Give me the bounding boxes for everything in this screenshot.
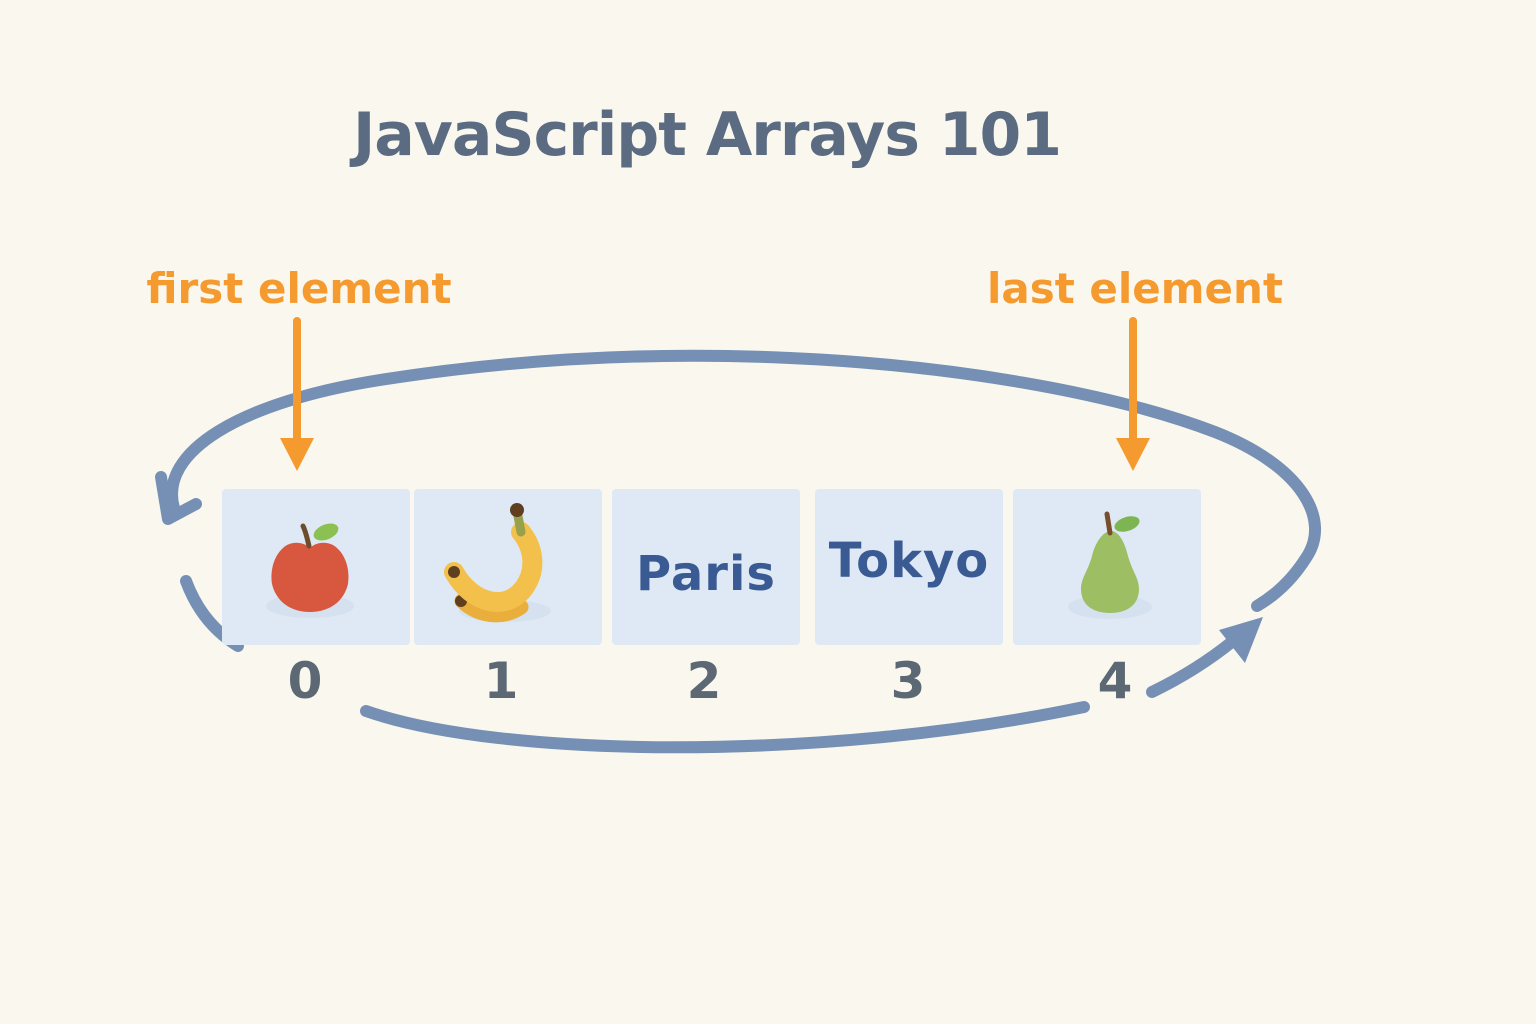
last-element-label: last element <box>986 264 1284 313</box>
array-cell-1 <box>414 489 602 645</box>
iteration-arrow <box>360 617 1263 754</box>
index-label-0: 0 <box>287 652 323 710</box>
loop-arrowhead-icon <box>155 471 202 525</box>
index-label-2: 2 <box>686 652 722 710</box>
iteration-arrowhead-icon <box>1219 617 1263 663</box>
apple-icon <box>266 523 354 618</box>
array-cell-0 <box>222 489 410 645</box>
cell-value-paris: Paris <box>636 546 776 602</box>
banana-icon <box>444 503 551 623</box>
iteration-arrow-curve <box>360 701 1090 754</box>
array-cell-4 <box>1013 489 1201 645</box>
first-element-down-arrow-icon <box>280 317 314 471</box>
last-element-down-arrow-icon <box>1116 317 1150 471</box>
first-element-label: first element <box>146 264 452 313</box>
iteration-arrow-end <box>1146 635 1239 698</box>
index-label-4: 4 <box>1097 652 1133 710</box>
array-cell-3: Tokyo <box>815 489 1003 645</box>
array-cell-2: Paris <box>612 489 800 645</box>
pear-icon <box>1068 511 1152 619</box>
cell-value-tokyo: Tokyo <box>828 533 990 589</box>
index-label-3: 3 <box>890 652 926 710</box>
loop-arrow-curve <box>166 349 1321 612</box>
index-label-1: 1 <box>483 652 519 710</box>
page-title: JavaScript Arrays 101 <box>352 100 1062 170</box>
